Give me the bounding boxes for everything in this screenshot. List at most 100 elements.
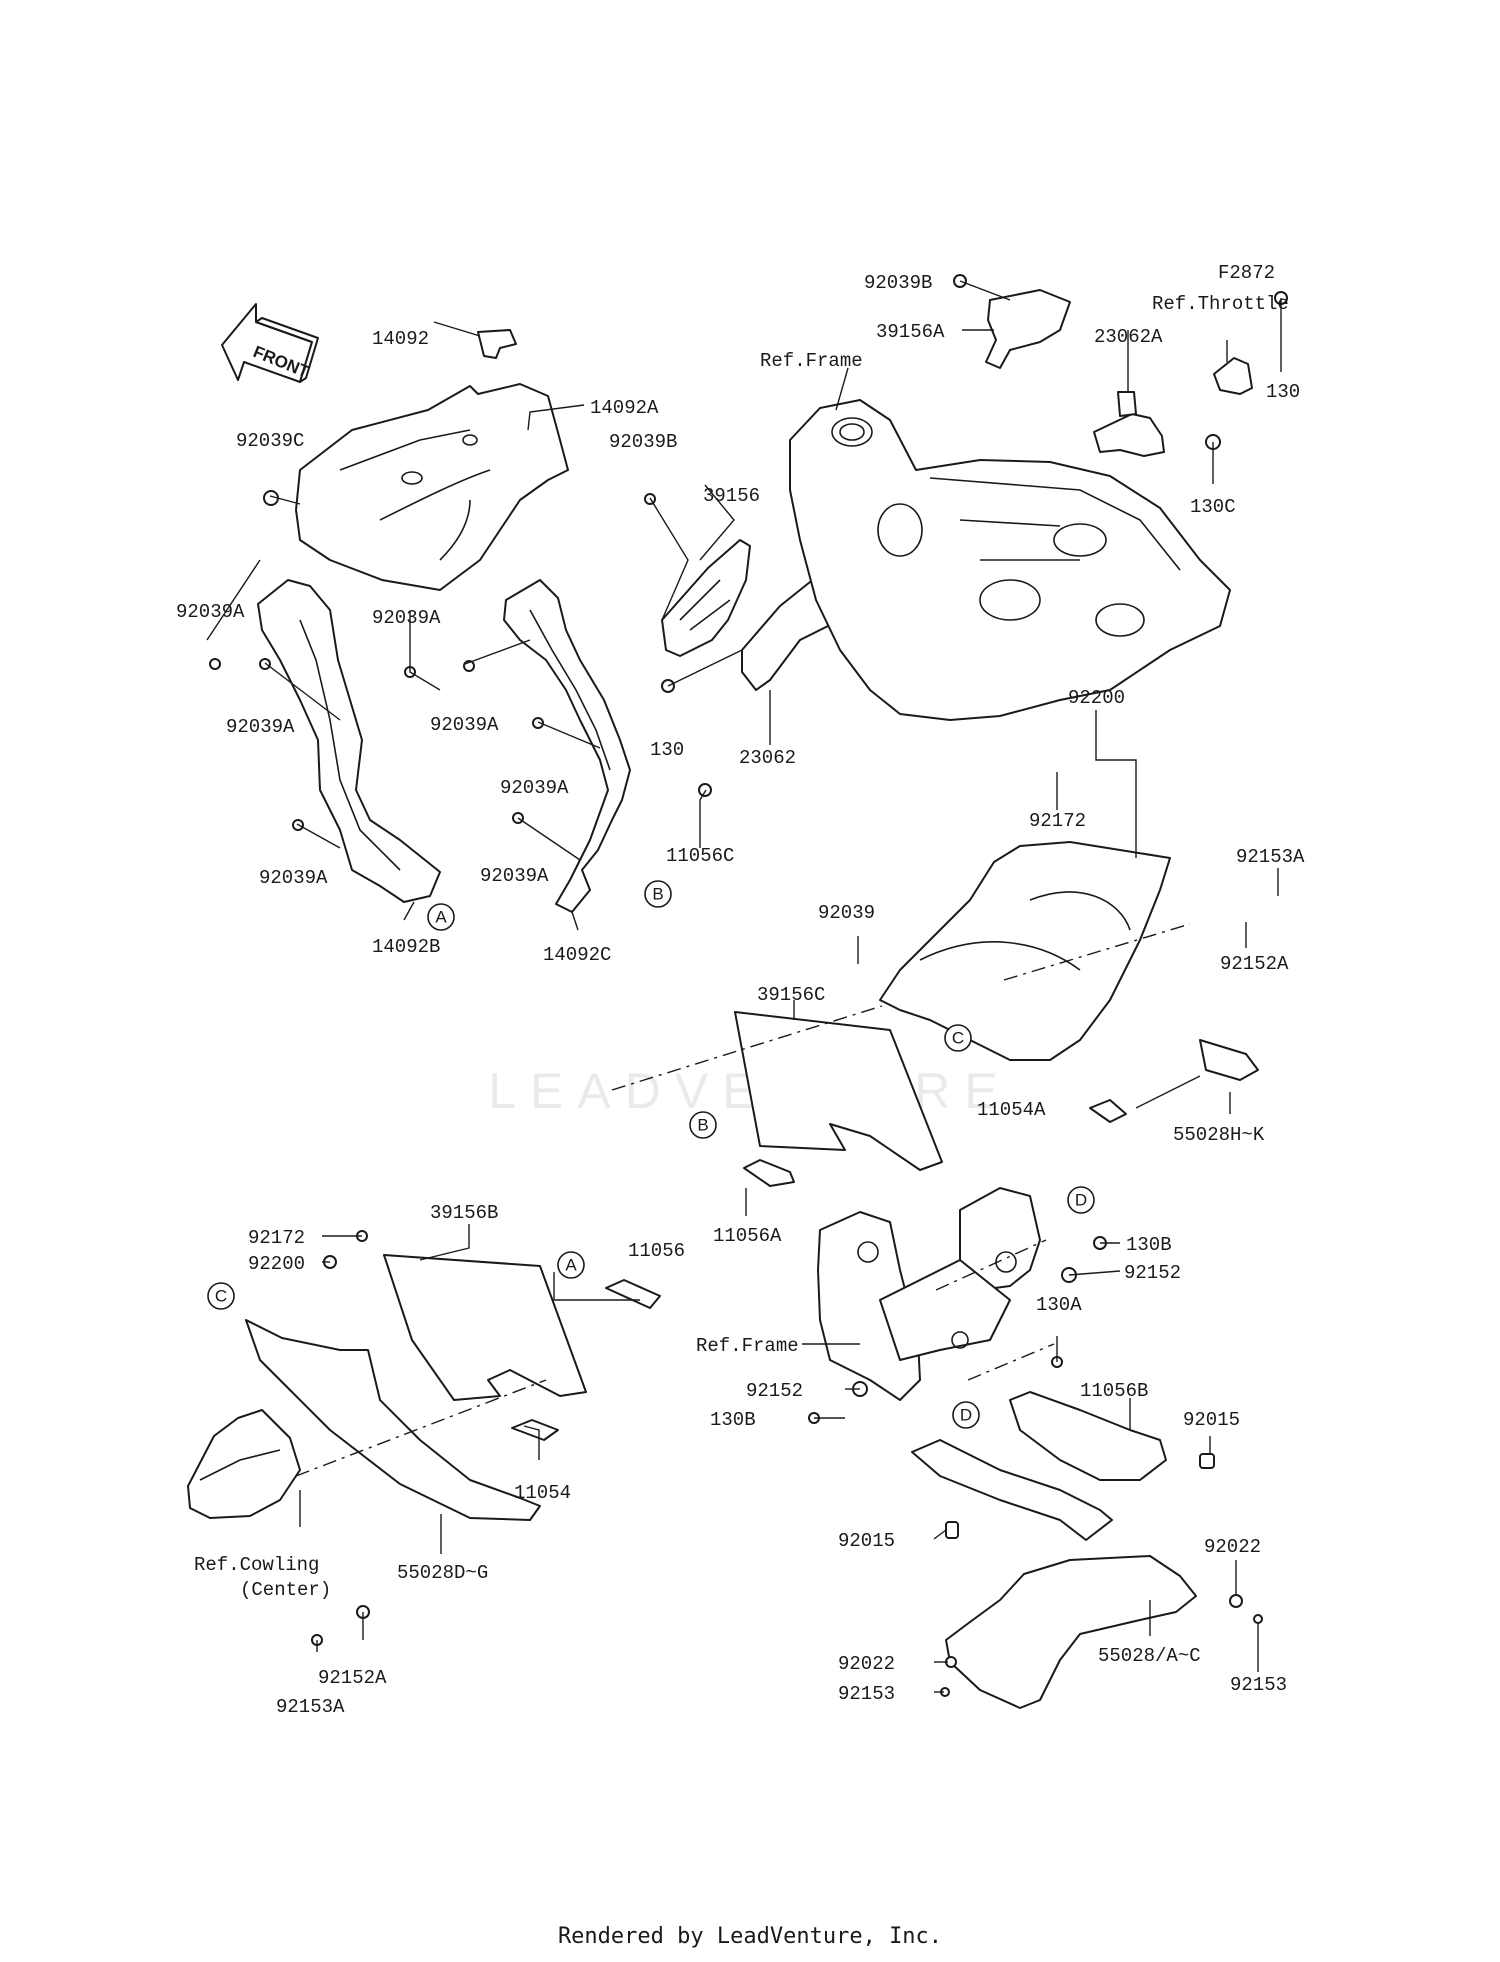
- front-arrow-badge: FRONT: [221, 303, 319, 383]
- label-130-1: 130: [650, 739, 684, 761]
- label-ref-throttle: Ref.Throttle: [1152, 293, 1289, 315]
- label-92152-1: 92152: [1124, 1262, 1181, 1284]
- callout-b-1: B: [644, 880, 672, 908]
- part-39156b-plate: [383, 1254, 587, 1401]
- label-11054a: 11054A: [977, 1099, 1046, 1121]
- part-11054a-clip: [1089, 1099, 1127, 1123]
- svg-text:C: C: [952, 1029, 964, 1048]
- callout-c-2: C: [207, 1282, 235, 1310]
- label-130-2: 130: [1266, 381, 1300, 403]
- label-55028-a-c: 55028/A~C: [1098, 1645, 1201, 1667]
- render-credit: Rendered by LeadVenture, Inc.: [557, 1924, 943, 1949]
- label-92039c: 92039C: [236, 430, 304, 452]
- label-39156a: 39156A: [876, 321, 945, 343]
- label-11056a: 11056A: [713, 1225, 782, 1247]
- label-ref-cowling: Ref.Cowling: [194, 1554, 319, 1576]
- label-11056: 11056: [628, 1240, 685, 1262]
- label-130a: 130A: [1036, 1294, 1082, 1316]
- label-23062: 23062: [739, 747, 796, 769]
- label-92039a-6: 92039A: [480, 865, 549, 887]
- label-92152a-2: 92152A: [318, 1667, 387, 1689]
- label-11054: 11054: [514, 1482, 571, 1504]
- label-92039a-2: 92039A: [372, 607, 441, 629]
- part-55028-a-c-cowl-lower: [945, 1555, 1197, 1709]
- label-92153-2: 92153: [838, 1683, 895, 1705]
- part-11054-clip: [511, 1419, 559, 1441]
- label-92039a-1: 92039A: [176, 601, 245, 623]
- label-92153a-1: 92153A: [1236, 846, 1305, 868]
- part-11056a-clip: [743, 1159, 795, 1187]
- svg-text:C: C: [215, 1287, 227, 1306]
- label-f2872: F2872: [1218, 262, 1275, 284]
- callout-d-2: D: [952, 1401, 980, 1429]
- label-14092a: 14092A: [590, 397, 659, 419]
- svg-text:A: A: [435, 908, 447, 927]
- part-55028-a-c-cowl-upper: [911, 1439, 1113, 1541]
- label-39156b: 39156B: [430, 1202, 498, 1224]
- label-92039a-7: 92039A: [259, 867, 328, 889]
- label-92172-1: 92172: [1029, 810, 1086, 832]
- label-center: (Center): [240, 1579, 331, 1601]
- part-14092b-duct-left: [257, 579, 441, 903]
- label-ref-frame-1: Ref.Frame: [760, 350, 863, 372]
- label-92015-1: 92015: [1183, 1409, 1240, 1431]
- label-14092c: 14092C: [543, 944, 611, 966]
- callout-c-1: C: [944, 1024, 972, 1052]
- label-130b-2: 130B: [710, 1409, 756, 1431]
- label-92039a-3: 92039A: [226, 716, 295, 738]
- label-14092: 14092: [372, 328, 429, 350]
- part-11056-clip: [605, 1279, 661, 1309]
- label-23062a: 23062A: [1094, 326, 1163, 348]
- part-14092c-duct-right: [503, 579, 631, 913]
- label-39156: 39156: [703, 485, 760, 507]
- label-130b-1: 130B: [1126, 1234, 1172, 1256]
- leader-lines: [206, 280, 1282, 1693]
- label-ref-frame-2: Ref.Frame: [696, 1335, 799, 1357]
- callout-d-1: D: [1067, 1186, 1095, 1214]
- part-labels: 14092 14092A 92039C 92039A 92039A 92039A…: [176, 262, 1305, 1718]
- svg-text:D: D: [960, 1406, 972, 1425]
- label-39156c: 39156C: [757, 984, 825, 1006]
- label-11056b: 11056B: [1080, 1380, 1148, 1402]
- label-92152a-1: 92152A: [1220, 953, 1289, 975]
- label-92039a-4: 92039A: [430, 714, 499, 736]
- label-92200-1: 92200: [1068, 687, 1125, 709]
- label-92039a-5: 92039A: [500, 777, 569, 799]
- label-92022-2: 92022: [838, 1653, 895, 1675]
- part-23062a-stay: [1093, 391, 1165, 457]
- svg-text:B: B: [652, 885, 663, 904]
- callout-b-2: B: [689, 1111, 717, 1139]
- alignment-lines: [295, 923, 1191, 1477]
- label-92022-1: 92022: [1204, 1536, 1261, 1558]
- label-55028h-k: 55028H~K: [1173, 1124, 1265, 1146]
- label-92039b-2: 92039B: [864, 272, 932, 294]
- part-14092-clip: [477, 329, 517, 359]
- label-92039: 92039: [818, 902, 875, 924]
- part-55028h-k-cowl: [879, 841, 1259, 1081]
- part-14092a-duct-upper: [295, 383, 569, 591]
- part-55028d-g-cowl: [245, 1319, 541, 1521]
- part-ref-frame-lower: [817, 1187, 1041, 1401]
- label-92039b-1: 92039B: [609, 431, 677, 453]
- label-14092b: 14092B: [372, 936, 440, 958]
- callout-a-1: A: [427, 903, 455, 931]
- part-39156-bracket: [661, 539, 751, 657]
- label-92153-1: 92153: [1230, 1674, 1287, 1696]
- label-92200-2: 92200: [248, 1253, 305, 1275]
- label-92172-2: 92172: [248, 1227, 305, 1249]
- callout-a-2: A: [557, 1251, 585, 1279]
- svg-text:A: A: [565, 1256, 577, 1275]
- label-130c: 130C: [1190, 496, 1236, 518]
- svg-text:B: B: [697, 1116, 708, 1135]
- label-92015-2: 92015: [838, 1530, 895, 1552]
- label-55028d-g: 55028D~G: [397, 1562, 488, 1584]
- label-11056c: 11056C: [666, 845, 734, 867]
- svg-text:D: D: [1075, 1191, 1087, 1210]
- part-39156c-plate: [734, 1011, 943, 1171]
- part-ref-throttle: [1213, 357, 1253, 395]
- part-39156a-bracket: [985, 289, 1071, 369]
- part-11056b-bracket: [1009, 1391, 1167, 1481]
- part-ref-frame-upper: [789, 399, 1231, 721]
